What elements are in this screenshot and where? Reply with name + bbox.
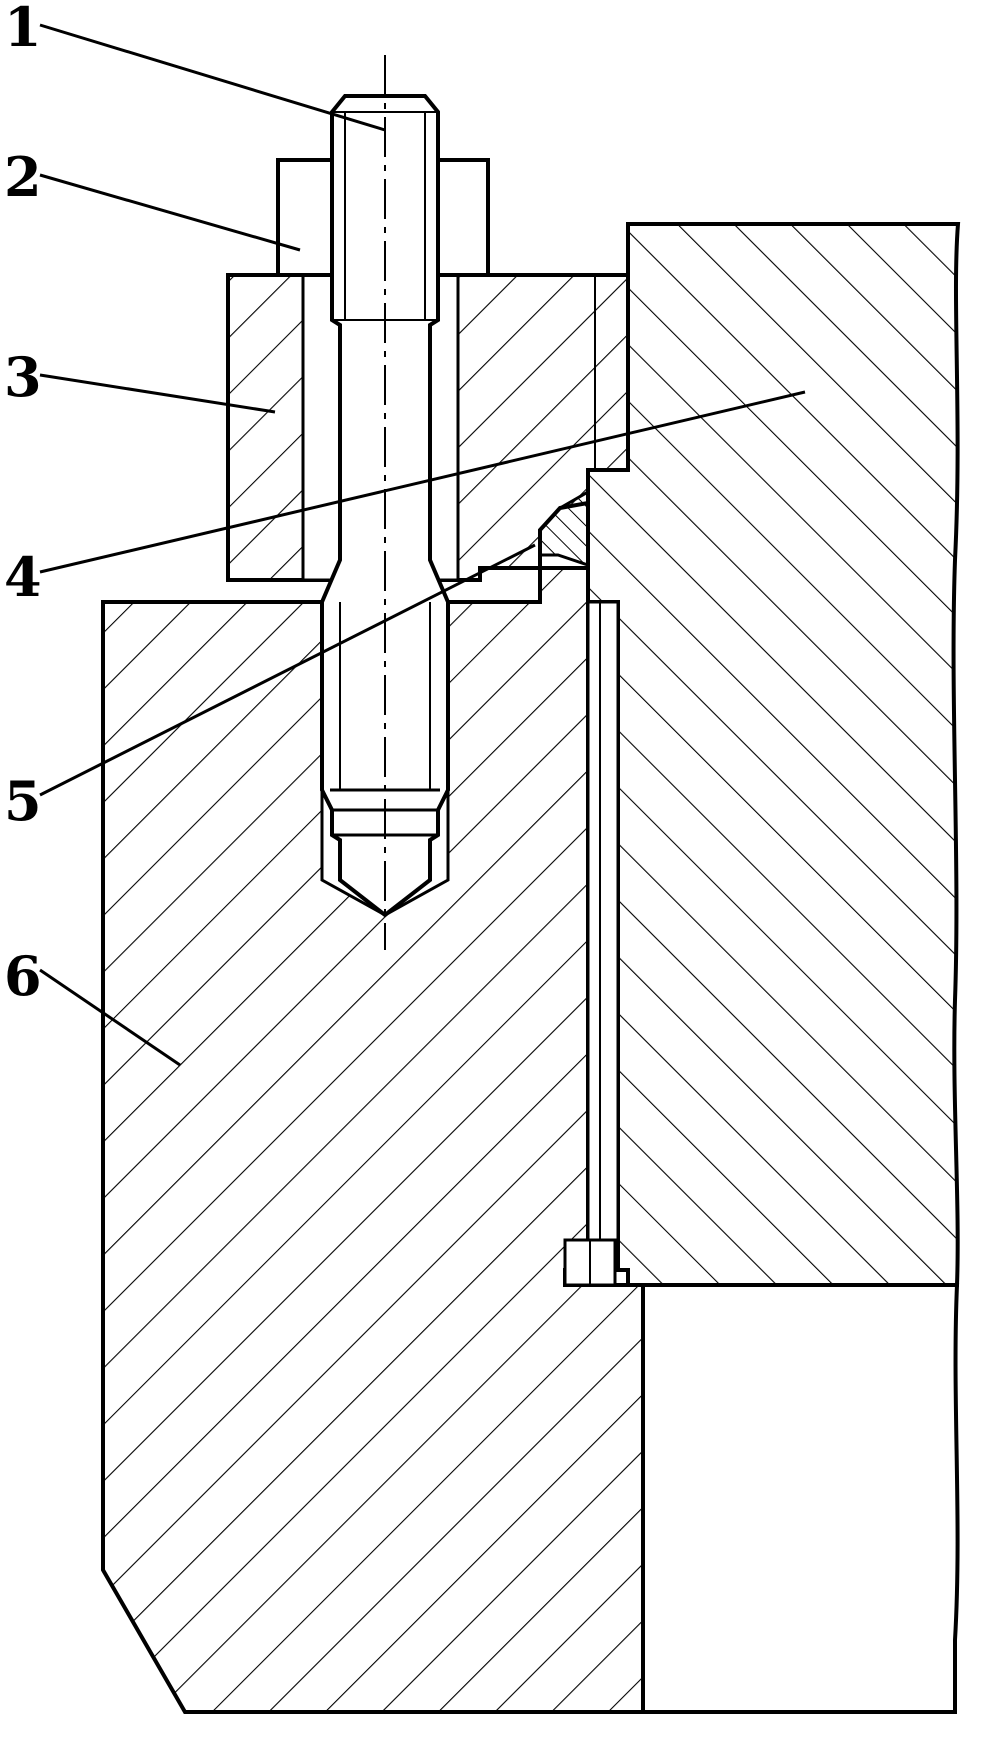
leader-4 [39, 390, 806, 574]
label-3: 3 [4, 345, 42, 409]
label-6: 6 [4, 944, 42, 1008]
thin-guide-strip [563, 600, 620, 1287]
lower-right-plain-block [641, 1283, 960, 1714]
leader-2 [39, 173, 301, 252]
part-5-wedge [538, 489, 590, 568]
label-2: 2 [4, 145, 42, 209]
leader-1 [39, 23, 386, 132]
label-5: 5 [4, 769, 42, 833]
part-4-upper-block [586, 222, 961, 1287]
label-1: 1 [4, 0, 42, 59]
part-labels: 1 2 3 4 5 6 [4, 0, 42, 1008]
leader-5 [39, 543, 536, 797]
leader-lines [39, 23, 806, 1067]
label-4: 4 [4, 545, 42, 609]
leader-3 [39, 373, 276, 414]
leader-6 [39, 968, 181, 1067]
